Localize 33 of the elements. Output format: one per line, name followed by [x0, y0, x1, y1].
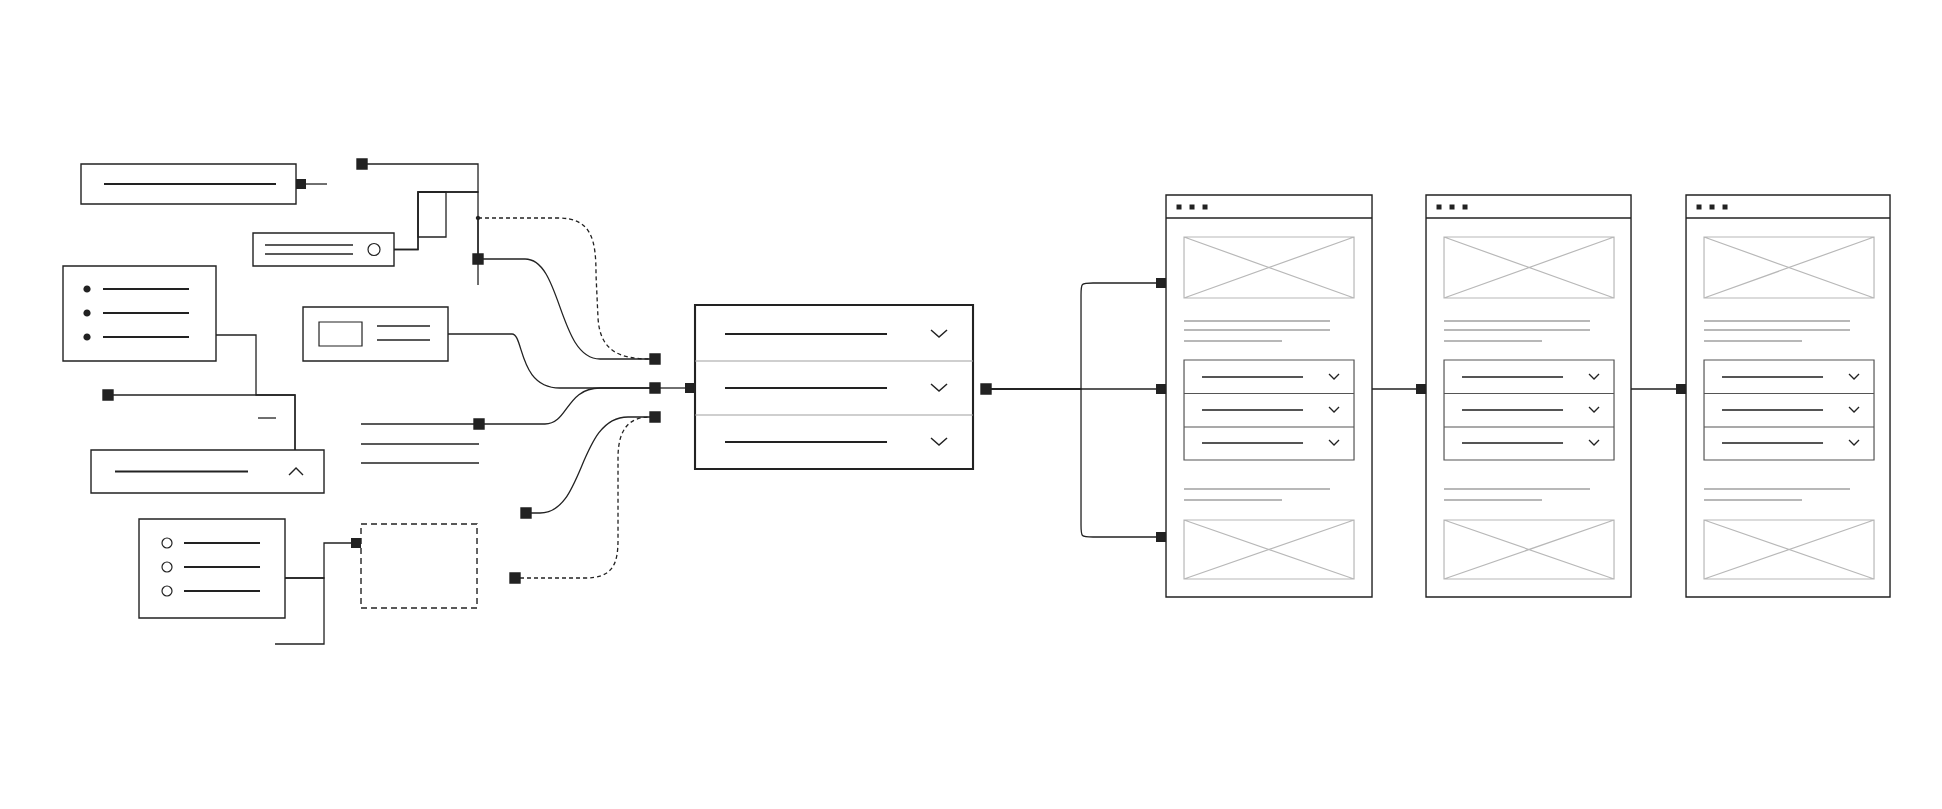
connector-line: [482, 258, 651, 360]
browser-window: [1165, 194, 1373, 598]
connector-terminal: [980, 383, 992, 395]
connector-terminal: [649, 411, 661, 423]
connector-line: [112, 394, 296, 451]
connector-line: [530, 416, 651, 514]
media-card: [302, 306, 449, 362]
dropdown-field: [90, 449, 325, 494]
connector-line: [483, 387, 651, 425]
connector-terminal: [356, 158, 368, 170]
search-field: [252, 232, 395, 267]
connector-terminal: [102, 389, 114, 401]
connector-terminal: [520, 507, 532, 519]
placeholder-box: [360, 523, 478, 609]
connector-terminal: [649, 353, 661, 365]
connector-line: [296, 179, 328, 189]
connector-terminal: [473, 418, 485, 430]
connector-terminal: [472, 253, 484, 265]
browser-window: [1425, 194, 1632, 598]
accordion: [693, 303, 975, 471]
browser-window: [1685, 194, 1891, 598]
radio-list-card: [138, 518, 286, 619]
dashed-connector: [519, 416, 651, 579]
dashed-connector: [477, 217, 651, 360]
connector-line: [274, 577, 325, 645]
connector-terminal: [509, 572, 521, 584]
connector-line: [1630, 384, 1686, 394]
connector-line: [659, 383, 695, 393]
connector-line: [1371, 384, 1426, 394]
connector-line: [990, 388, 1166, 542]
connector-terminal: [649, 382, 661, 394]
list-card: [62, 265, 217, 362]
text-field: [80, 163, 297, 205]
